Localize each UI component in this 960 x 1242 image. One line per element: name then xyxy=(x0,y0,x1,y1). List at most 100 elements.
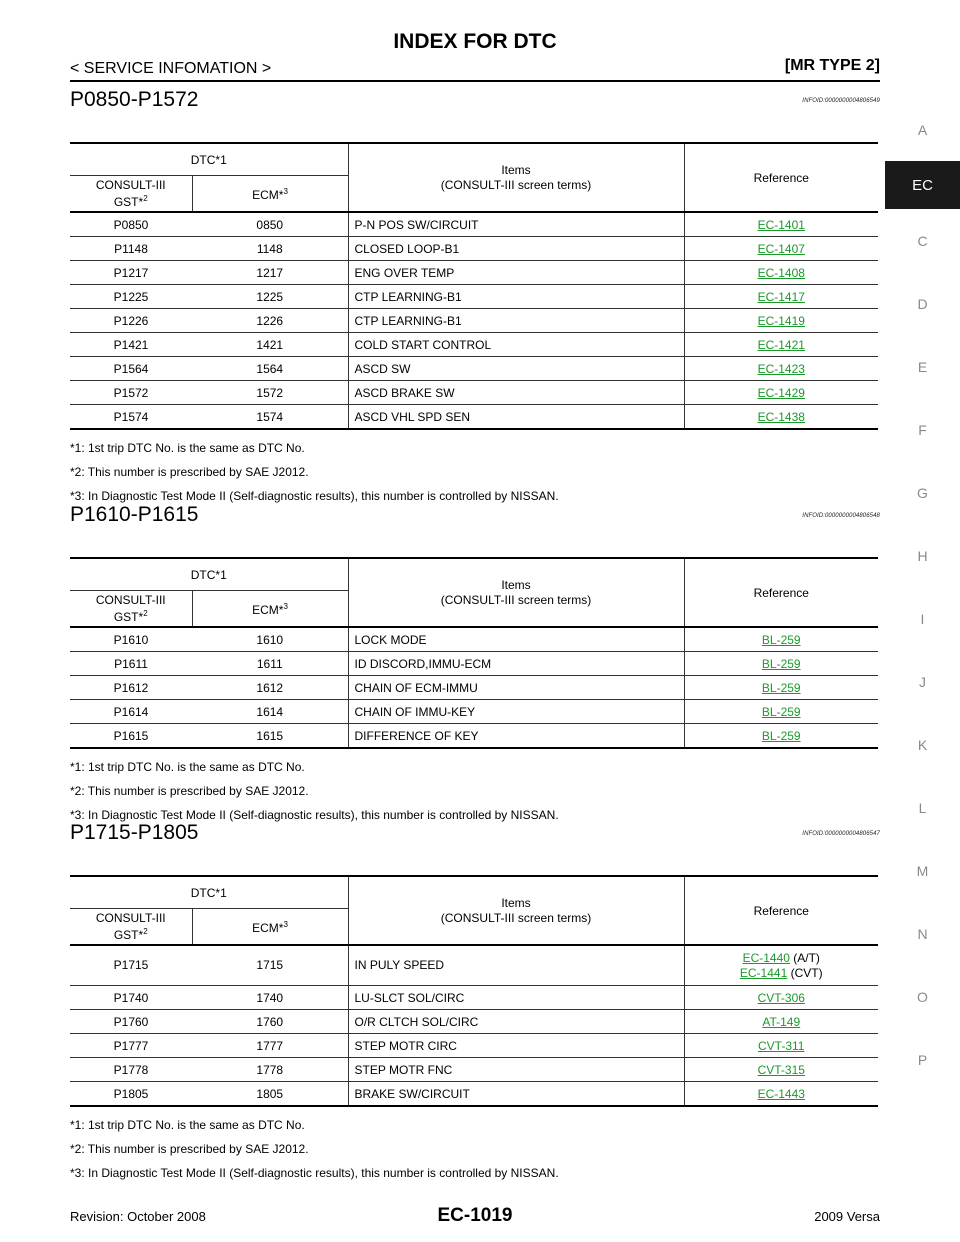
chapter-tabs: A EC C D E F G H I J K L M N O P xyxy=(885,98,960,1091)
dtc-reference: BL-259 xyxy=(683,675,878,700)
reference-link[interactable]: CVT-306 xyxy=(757,990,805,1005)
reference-link[interactable]: EC-1441 xyxy=(739,965,788,980)
reference-line: CVT-315 xyxy=(689,1063,875,1077)
chapter-tab-a[interactable]: A xyxy=(917,121,928,138)
reference-line: EC-1401 xyxy=(689,218,875,232)
header-ecm: ECM*3 xyxy=(191,908,348,946)
dtc-gst-code: P1715 xyxy=(70,945,192,986)
header-gst-sup: 2 xyxy=(143,194,148,203)
reference-line: EC-1443 xyxy=(689,1087,875,1101)
reference-link[interactable]: EC-1408 xyxy=(757,265,805,280)
dtc-item: O/R CLTCH SOL/CIRC xyxy=(347,1009,684,1034)
dtc-ecm-code: 1421 xyxy=(192,332,348,357)
dtc-item: CTP LEARNING-B1 xyxy=(347,308,684,333)
dtc-reference: EC-1438 xyxy=(683,404,878,430)
header-ecm-sup: 3 xyxy=(283,187,288,196)
reference-link[interactable]: EC-1419 xyxy=(757,313,805,328)
reference-line: EC-1429 xyxy=(689,386,875,400)
section-title: P0850-P1572 xyxy=(70,88,199,111)
reference-link[interactable]: EC-1421 xyxy=(757,337,805,352)
reference-link[interactable]: EC-1401 xyxy=(757,217,805,232)
reference-link[interactable]: EC-1443 xyxy=(757,1086,805,1101)
dtc-reference: EC-1443 xyxy=(683,1081,878,1107)
header-items-line2: (CONSULT-III screen terms) xyxy=(440,177,592,192)
dtc-item: LOCK MODE xyxy=(347,627,684,652)
reference-link[interactable]: EC-1423 xyxy=(757,361,805,376)
chapter-tab-m[interactable]: M xyxy=(916,862,929,879)
header-items-line2: (CONSULT-III screen terms) xyxy=(440,910,592,925)
reference-note: (CVT) xyxy=(787,965,823,980)
chapter-tab-o[interactable]: O xyxy=(917,988,928,1005)
chapter-tab-j[interactable]: J xyxy=(919,673,926,690)
page-number: EC-1019 xyxy=(437,1205,513,1226)
reference-link[interactable]: CVT-311 xyxy=(758,1038,805,1053)
reference-line: BL-259 xyxy=(689,681,875,695)
chapter-tab-c[interactable]: C xyxy=(917,232,928,249)
footnote: *3: In Diagnostic Test Mode II (Self-dia… xyxy=(70,1166,559,1180)
dtc-reference: BL-259 xyxy=(683,699,878,724)
dtc-gst-code: P1805 xyxy=(70,1081,192,1107)
reference-link[interactable]: BL-259 xyxy=(761,680,801,695)
reference-link[interactable]: EC-1440 xyxy=(742,950,790,965)
chapter-tab-e[interactable]: E xyxy=(917,358,928,375)
chapter-tab-d[interactable]: D xyxy=(917,295,928,312)
dtc-gst-code: P1572 xyxy=(70,380,192,405)
header-ecm: ECM*3 xyxy=(191,590,348,628)
header-consult: CONSULT-III xyxy=(95,178,166,192)
dtc-reference: EC-1429 xyxy=(683,380,878,405)
dtc-gst-code: P1225 xyxy=(70,284,192,309)
chapter-tab-g[interactable]: G xyxy=(917,484,928,501)
chapter-tab-f[interactable]: F xyxy=(918,421,927,438)
reference-link[interactable]: AT-149 xyxy=(762,1014,801,1029)
dtc-gst-code: P1760 xyxy=(70,1009,192,1034)
reference-link[interactable]: EC-1438 xyxy=(757,409,805,424)
dtc-gst-code: P0850 xyxy=(70,212,192,237)
reference-link[interactable]: BL-259 xyxy=(761,656,801,671)
chapter-tab-k[interactable]: K xyxy=(917,736,928,753)
reference-line: BL-259 xyxy=(689,657,875,671)
reference-line: BL-259 xyxy=(689,705,875,719)
header-ecm-text: ECM* xyxy=(252,188,284,202)
reference-link[interactable]: EC-1417 xyxy=(757,289,805,304)
reference-link[interactable]: BL-259 xyxy=(761,632,801,647)
dtc-ecm-code: 1805 xyxy=(192,1081,348,1107)
chapter-tab-l[interactable]: L xyxy=(918,799,927,816)
section-title: P1715-P1805 xyxy=(70,821,199,844)
dtc-ecm-code: 1610 xyxy=(192,627,348,652)
header-gst-label: GST*2 xyxy=(74,925,188,942)
reference-link[interactable]: CVT-315 xyxy=(757,1062,805,1077)
reference-line: AT-149 xyxy=(689,1015,875,1029)
dtc-reference: EC-1423 xyxy=(683,356,878,381)
chapter-tab-ec[interactable]: EC xyxy=(885,161,960,209)
chapter-tab-n[interactable]: N xyxy=(917,925,928,942)
reference-link[interactable]: EC-1407 xyxy=(757,241,805,256)
chapter-tab-p[interactable]: P xyxy=(917,1051,928,1068)
reference-link[interactable]: BL-259 xyxy=(761,728,801,743)
dtc-item: BRAKE SW/CIRCUIT xyxy=(347,1081,684,1107)
header-dtc: DTC*1 xyxy=(70,875,348,909)
dtc-reference: CVT-311 xyxy=(683,1033,878,1058)
dtc-gst-code: P1615 xyxy=(70,723,192,749)
reference-link[interactable]: EC-1429 xyxy=(757,385,805,400)
reference-link[interactable]: BL-259 xyxy=(761,704,801,719)
chapter-tab-i[interactable]: I xyxy=(920,610,925,627)
header-ecm-sup: 3 xyxy=(283,602,288,611)
reference-line: CVT-311 xyxy=(689,1039,875,1053)
reference-line: EC-1408 xyxy=(689,266,875,280)
reference-line: CVT-306 xyxy=(689,991,875,1005)
dtc-gst-code: P1217 xyxy=(70,260,192,285)
chapter-tab-h[interactable]: H xyxy=(917,547,928,564)
model-name: 2009 Versa xyxy=(814,1209,880,1224)
header-consult: CONSULT-III xyxy=(95,593,166,607)
